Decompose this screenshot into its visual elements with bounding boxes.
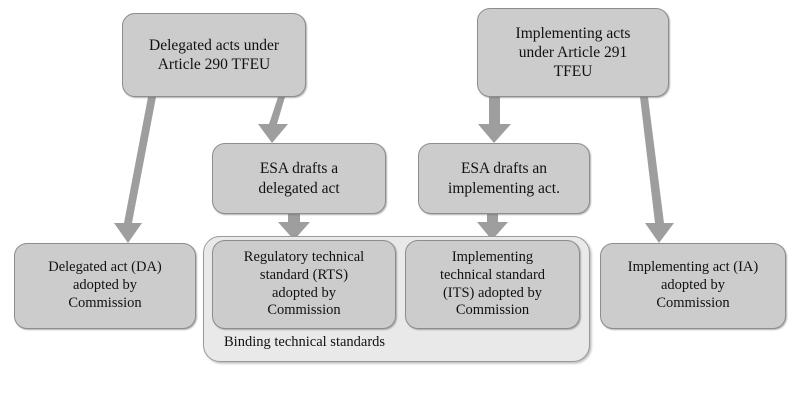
node-regulatory-technical-standard-adopted[interactable]: Regulatory technical standard (RTS) adop… — [212, 240, 396, 329]
edge-delegated-to-esa-arrow — [258, 97, 288, 143]
node-label: Implementing act (IA) adopted by Commiss… — [627, 259, 759, 311]
edge-implementing-to-esa-arrow — [478, 97, 511, 143]
node-label: ESA drafts a delegated act — [258, 160, 340, 197]
node-label: Delegated act (DA) adopted by Commission — [48, 259, 162, 311]
node-implementing-technical-standard-adopted[interactable]: Implementing technical standard (ITS) ad… — [405, 240, 580, 329]
edge-esa-delegated-to-rts-arrow — [278, 214, 310, 240]
node-delegated-act-adopted[interactable]: Delegated act (DA) adopted by Commission — [14, 243, 196, 329]
node-label: Delegated acts under Article 290 TFEU — [149, 36, 279, 73]
binding-technical-standards-label: Binding technical standards — [224, 334, 386, 350]
node-label: Implementing technical standard (ITS) ad… — [439, 248, 546, 319]
node-implementing-acts-article-291[interactable]: Implementing acts under Article 291 TFEU — [477, 8, 669, 97]
node-esa-drafts-delegated-act[interactable]: ESA drafts a delegated act — [212, 143, 386, 214]
node-label: Regulatory technical standard (RTS) adop… — [243, 248, 365, 319]
node-label: ESA drafts an implementing act. — [448, 160, 560, 197]
node-implementing-act-adopted[interactable]: Implementing act (IA) adopted by Commiss… — [600, 243, 786, 329]
edge-implementing-to-ia-arrow — [640, 97, 674, 243]
edge-esa-implementing-to-its-arrow — [477, 214, 508, 240]
edge-delegated-to-da-arrow — [114, 97, 156, 243]
node-esa-drafts-implementing-act[interactable]: ESA drafts an implementing act. — [418, 143, 590, 214]
node-label: Implementing acts under Article 291 TFEU — [515, 24, 631, 81]
node-delegated-acts-article-290[interactable]: Delegated acts under Article 290 TFEU — [122, 13, 306, 97]
